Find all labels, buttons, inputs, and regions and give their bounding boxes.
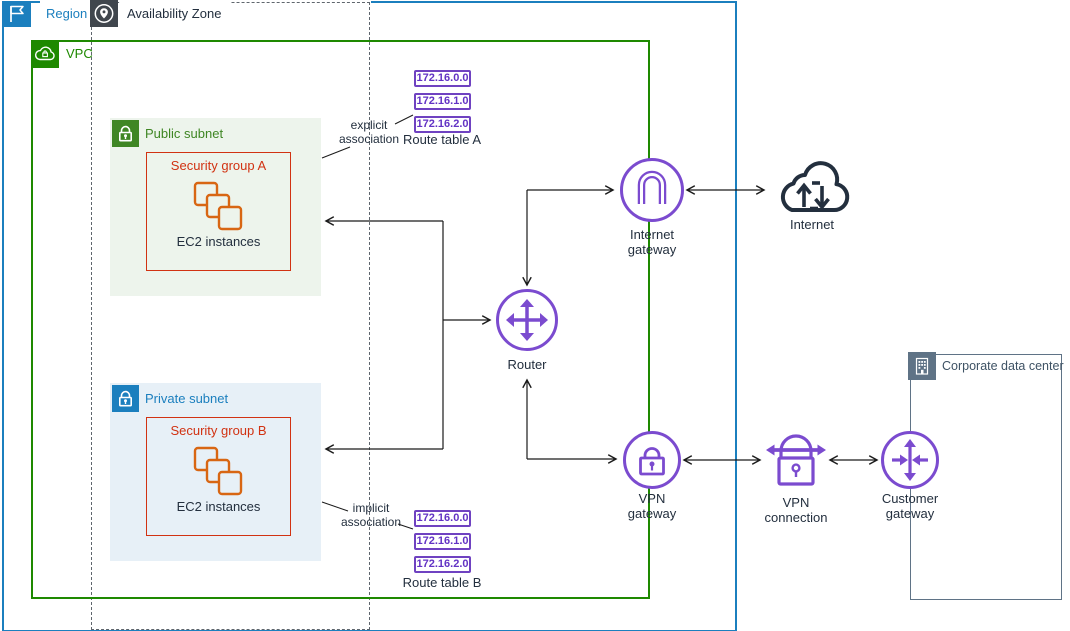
route-table-a-label: Route table A	[402, 132, 482, 147]
vpn-connection-label: VPN connection	[764, 495, 828, 525]
public-subnet-box: Public subnet Security group A EC2 insta…	[110, 118, 321, 296]
security-group-b-box: Security group B EC2 instances	[146, 417, 291, 536]
router-label: Router	[507, 357, 547, 372]
private-subnet-lock-icon	[112, 385, 139, 412]
vpc-cloud-icon	[31, 40, 59, 68]
availability-zone-pin-icon	[90, 0, 118, 27]
route-table-b-entry: 172.16.2.0	[414, 556, 471, 573]
ec2-instances-label: EC2 instances	[176, 499, 261, 514]
public-subnet-label: Public subnet	[145, 126, 224, 141]
vpn-gateway-icon	[623, 431, 681, 489]
route-table-a-entry: 172.16.2.0	[414, 116, 471, 133]
explicit-association-label: explicit association	[338, 118, 400, 146]
internet-gateway-icon	[620, 158, 684, 222]
customer-gateway-icon	[881, 431, 939, 489]
corporate-data-center-label: Corporate data center	[942, 359, 1064, 373]
private-subnet-box: Private subnet Security group B EC2 inst…	[110, 383, 321, 561]
region-flag-icon	[2, 1, 31, 27]
ec2-instances-icon	[193, 181, 243, 231]
private-subnet-label: Private subnet	[145, 391, 229, 406]
customer-gateway-label: Customer gateway	[881, 491, 939, 521]
ec2-instances-label: EC2 instances	[176, 234, 261, 249]
security-group-b-label: Security group B	[170, 423, 267, 438]
route-table-b-label: Route table B	[402, 575, 482, 590]
implicit-association-label: implicit association	[340, 501, 402, 529]
internet-icon	[780, 161, 850, 213]
building-icon	[908, 352, 936, 380]
vpc-label: VPC	[66, 46, 93, 61]
route-table-b-entry: 172.16.0.0	[414, 510, 471, 527]
security-group-a-label: Security group A	[170, 158, 267, 173]
router-icon	[496, 289, 558, 351]
public-subnet-lock-icon	[112, 120, 139, 147]
security-group-a-box: Security group A EC2 instances	[146, 152, 291, 271]
vpc-box	[31, 40, 650, 599]
vpn-connection-icon	[766, 434, 826, 486]
availability-zone-label: Availability Zone	[121, 0, 232, 23]
vpn-gateway-label: VPN gateway	[627, 491, 677, 521]
region-label: Region	[40, 0, 98, 23]
route-table-a-entry: 172.16.1.0	[414, 93, 471, 110]
ec2-instances-icon	[193, 446, 243, 496]
internet-gateway-label: Internet gateway	[627, 227, 677, 257]
route-table-a-entry: 172.16.0.0	[414, 70, 471, 87]
internet-label: Internet	[789, 217, 835, 232]
route-table-b-entry: 172.16.1.0	[414, 533, 471, 550]
